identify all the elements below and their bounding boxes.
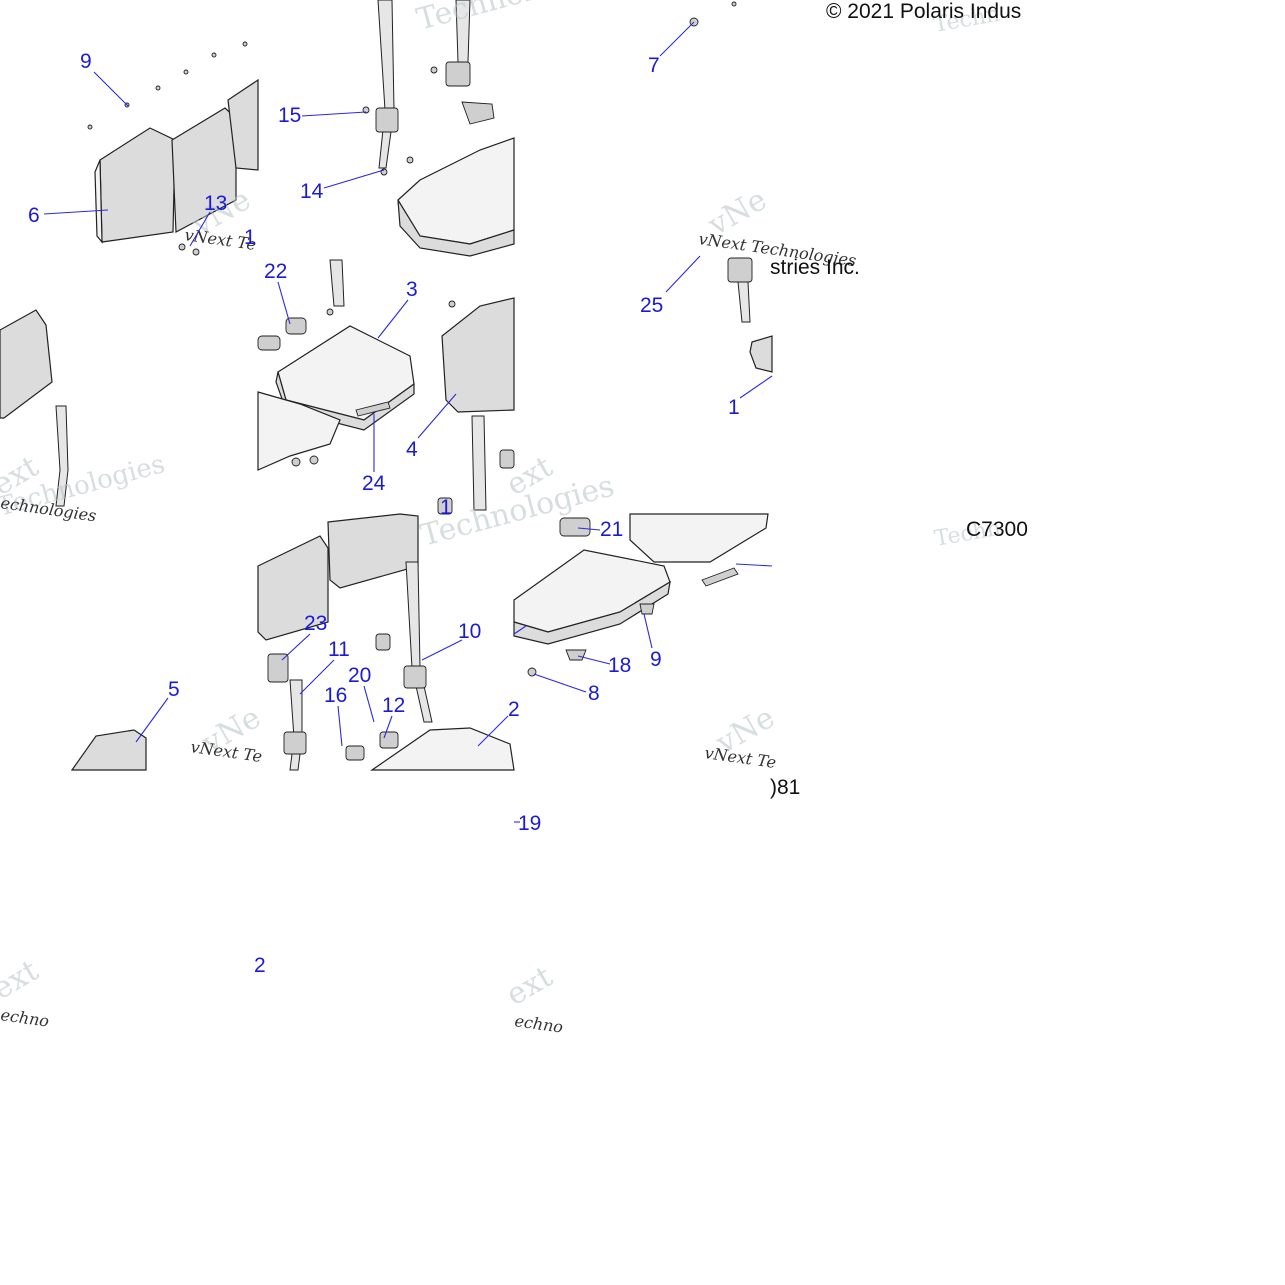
callout-8: 8 <box>588 682 600 705</box>
callout-14: 14 <box>300 180 324 203</box>
svg-text:echno: echno <box>0 1005 50 1031</box>
callouts: 9 6 13 15 14 7 22 3 4 24 25 1 23 11 5 10… <box>28 50 740 977</box>
callout-6: 6 <box>28 204 40 227</box>
callout-7: 7 <box>648 54 660 77</box>
seat-belt-right-upper <box>727 257 773 373</box>
callout-22: 22 <box>264 260 287 283</box>
callout-1: 1 <box>728 396 740 419</box>
callout-1-fragment: 1 <box>244 226 256 249</box>
callout-18: 18 <box>608 654 631 677</box>
callout-9-lower: 9 <box>650 648 662 671</box>
seat-belt-assembly-upper <box>362 0 515 257</box>
callout-2-lower: 2 <box>254 954 266 977</box>
svg-text:ext: ext <box>501 959 559 1013</box>
figure-code: C7300 <box>966 518 1028 541</box>
callout-20: 20 <box>348 664 371 687</box>
callout-25: 25 <box>640 294 663 317</box>
copyright-text: © 2021 Polaris Indus <box>826 0 1021 23</box>
seat-cushion-center <box>257 259 515 515</box>
seat-belt-assembly-lower <box>257 513 515 771</box>
svg-text:vNext Te: vNext Te <box>189 737 263 766</box>
svg-text:ext: ext <box>0 953 44 1007</box>
seat-back-assembly-left <box>87 41 259 256</box>
callout-4: 4 <box>406 438 418 461</box>
callout-9-top: 9 <box>80 50 92 73</box>
callout-21: 21 <box>600 518 623 541</box>
seat-back-middle-left <box>0 309 69 507</box>
callout-5: 5 <box>168 678 180 701</box>
seat-cushion-lower-right <box>513 513 769 677</box>
callout-19: 19 <box>518 812 541 835</box>
callout-11: 11 <box>328 638 350 661</box>
svg-text:Technol: Technol <box>413 0 537 38</box>
callout-15: 15 <box>278 104 301 127</box>
callout-13: 13 <box>204 192 227 215</box>
callout-12: 12 <box>382 694 405 717</box>
callout-23: 23 <box>304 612 327 635</box>
callout-3: 3 <box>406 278 418 301</box>
figure-code-fragment: )81 <box>770 776 800 799</box>
copyright-fragment: stries Inc. <box>770 256 860 279</box>
callout-16: 16 <box>324 684 347 707</box>
svg-text:vNext Te: vNext Te <box>703 743 777 772</box>
seat-back-lower-left <box>70 729 147 771</box>
callout-1-lower-fragment: 1 <box>440 496 452 519</box>
svg-text:echno: echno <box>513 1011 564 1037</box>
hardware-top-right <box>689 1 737 27</box>
leader-lines <box>43 21 773 823</box>
callout-10: 10 <box>458 620 481 643</box>
callout-2: 2 <box>508 698 520 721</box>
callout-24: 24 <box>362 472 386 495</box>
